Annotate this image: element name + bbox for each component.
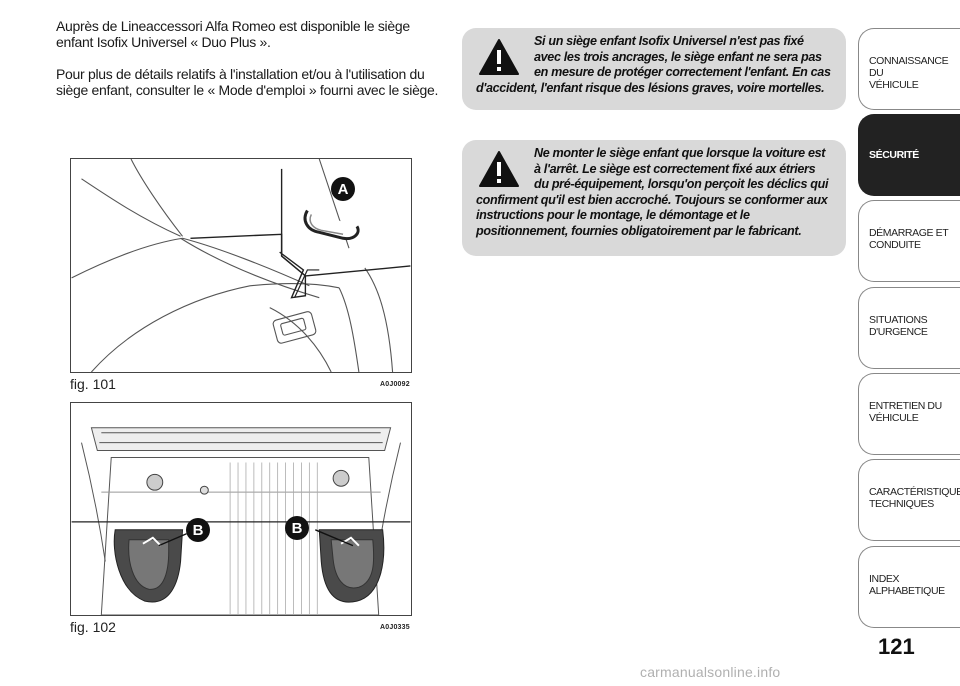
figure-anchor-points <box>70 402 412 616</box>
callout-b-badge: B <box>285 516 309 540</box>
chapter-sidebar: CONNAISSANCE DU VÉHICULE SÉCURITÉ DÉMARR… <box>858 0 960 686</box>
tab-caracteristiques-techniques[interactable]: CARACTÉRISTIQUES TECHNIQUES <box>858 459 960 541</box>
anchor-points-illustration <box>71 427 411 615</box>
tab-index-alphabetique[interactable]: INDEX ALPHABETIQUE <box>858 546 960 628</box>
callout-a-badge: A <box>331 177 355 201</box>
warning-box: Ne monter le siège enfant que lorsque la… <box>462 140 846 256</box>
figure-code: A0J0335 <box>380 624 410 631</box>
tab-entretien-vehicule[interactable]: ENTRETIEN DU VÉHICULE <box>858 373 960 455</box>
callout-a-label: A <box>338 181 349 198</box>
callout-b-badge: B <box>186 518 210 542</box>
seat-anchor-illustration <box>71 159 411 372</box>
warning-triangle-icon <box>479 151 519 187</box>
warning-box: Si un siège enfant Isofix Universel n'es… <box>462 28 846 110</box>
warning-text: Si un siège enfant Isofix Universel n'es… <box>476 34 831 95</box>
tab-securite[interactable]: SÉCURITÉ <box>858 114 960 196</box>
figure-caption: fig. 102 <box>70 619 116 635</box>
callout-b-label: B <box>193 522 204 539</box>
figure-seat-anchor <box>70 158 412 373</box>
callout-b-label: B <box>292 520 303 537</box>
tab-connaissance-vehicule[interactable]: CONNAISSANCE DU VÉHICULE <box>858 28 960 110</box>
details-paragraph: Pour plus de détails relatifs à l'instal… <box>56 66 439 98</box>
warning-triangle-icon <box>479 39 519 75</box>
intro-paragraph: Auprès de Lineaccessori Alfa Romeo est d… <box>56 18 410 50</box>
tab-situations-urgence[interactable]: SITUATIONS D'URGENCE <box>858 287 960 369</box>
figure-code: A0J0092 <box>380 381 410 388</box>
page-number: 121 <box>878 634 915 659</box>
tab-demarrage-conduite[interactable]: DÉMARRAGE ET CONDUITE <box>858 200 960 282</box>
warning-text: Ne monter le siège enfant que lorsque la… <box>476 146 829 238</box>
watermark: carmanualsonline.info <box>640 664 781 680</box>
figure-caption: fig. 101 <box>70 376 116 392</box>
